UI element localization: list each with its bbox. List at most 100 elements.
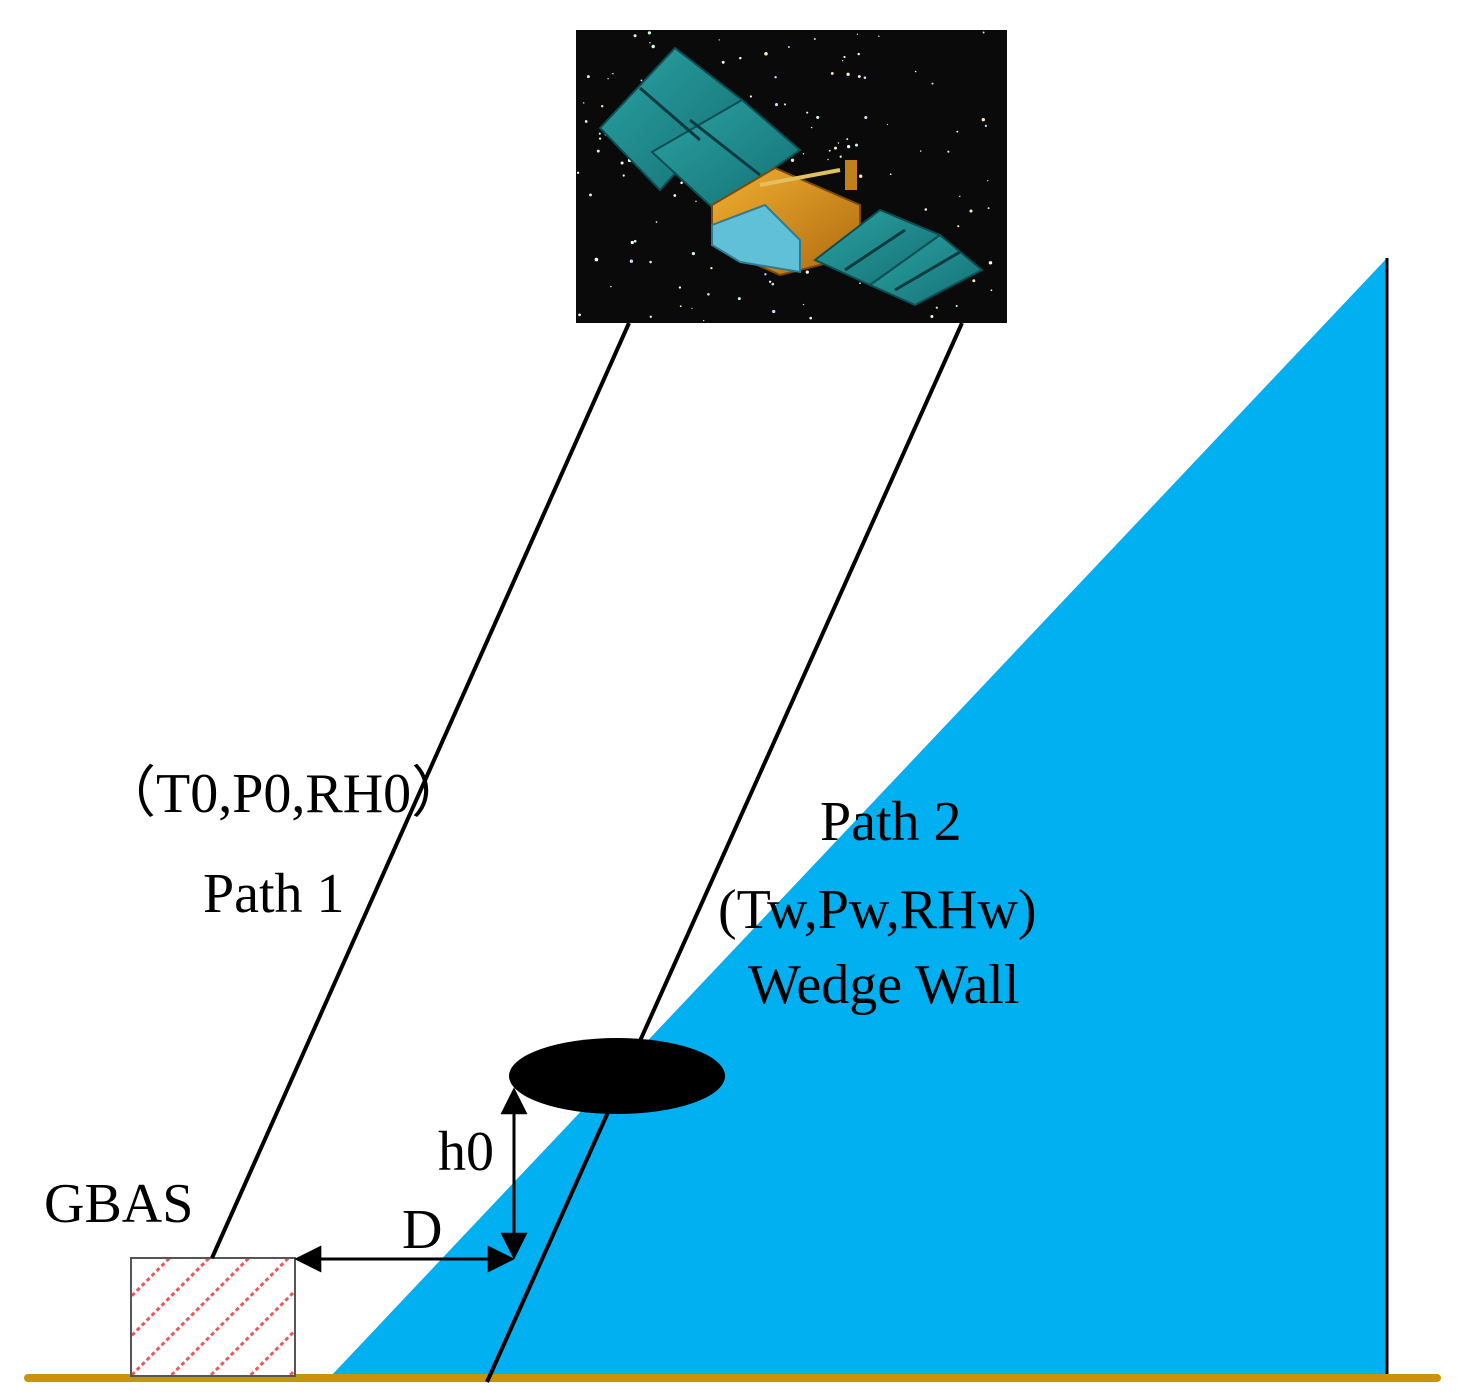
- star-dot: [768, 280, 772, 283]
- star-dot: [649, 260, 652, 264]
- star-dot: [864, 115, 868, 120]
- star-dot: [972, 279, 976, 283]
- star-dot: [610, 285, 612, 288]
- star-dot: [957, 225, 960, 228]
- star-dot: [607, 77, 609, 80]
- star-dot: [783, 103, 787, 106]
- star-dot: [816, 115, 820, 119]
- star-dot: [578, 313, 581, 317]
- star-dot: [620, 161, 624, 165]
- wedge-wall-label: Wedge Wall: [748, 954, 1019, 1016]
- star-dot: [841, 59, 844, 62]
- star-dot: [988, 261, 993, 265]
- star-dot: [774, 103, 779, 107]
- star-dot: [622, 174, 625, 177]
- star-dot: [584, 120, 588, 123]
- star-dot: [707, 292, 710, 296]
- star-dot: [859, 174, 863, 178]
- star-dot: [598, 132, 601, 135]
- star-dot: [790, 158, 795, 162]
- star-dot: [857, 75, 861, 78]
- star-dot: [863, 76, 867, 79]
- star-dot: [987, 207, 990, 210]
- star-dot: [837, 142, 840, 144]
- star-dot: [655, 221, 658, 223]
- star-dot: [830, 71, 834, 75]
- star-dot: [691, 307, 693, 310]
- path2-line: [485, 322, 964, 1383]
- star-dot: [612, 72, 614, 75]
- star-dot: [739, 56, 742, 60]
- star-dot: [651, 44, 655, 49]
- path2-label: Path 2: [820, 791, 962, 853]
- star-dot: [859, 282, 861, 285]
- star-dot: [633, 34, 637, 38]
- star-dot: [640, 79, 643, 82]
- d-label: D: [402, 1199, 442, 1261]
- path1-conditions-label: （T0,P0,RH0）: [100, 763, 467, 825]
- star-dot: [802, 303, 805, 306]
- star-dot: [886, 123, 889, 126]
- star-dot: [935, 306, 938, 309]
- star-dot: [843, 55, 846, 59]
- path2-conditions-label: (Tw,Pw,RHw): [718, 879, 1037, 941]
- star-dot: [987, 180, 989, 182]
- star-dot: [649, 315, 652, 318]
- path1-line: [210, 322, 631, 1259]
- gbas-station-box: [130, 1257, 296, 1377]
- star-dot: [772, 309, 776, 314]
- star-dot: [920, 150, 922, 152]
- star-dot: [680, 181, 683, 185]
- star-dot: [594, 257, 599, 262]
- star-dot: [673, 194, 677, 197]
- gbas-label: GBAS: [44, 1173, 193, 1235]
- star-dot: [839, 155, 842, 158]
- star-dot: [982, 31, 985, 34]
- star-dot: [878, 35, 880, 37]
- star-dot: [931, 82, 934, 85]
- star-dot: [764, 52, 768, 56]
- star-dot: [857, 52, 860, 56]
- h0-label: h0: [438, 1121, 494, 1183]
- star-dot: [955, 304, 958, 308]
- star-dot: [827, 158, 829, 161]
- star-dot: [947, 150, 950, 153]
- star-dot: [630, 240, 634, 245]
- star-dot: [679, 305, 682, 308]
- star-dot: [846, 72, 850, 76]
- star-dot: [846, 138, 849, 141]
- star-dot: [718, 39, 720, 41]
- star-dot: [856, 33, 859, 35]
- star-dot: [721, 60, 725, 64]
- star-dot: [833, 146, 838, 150]
- star-dot: [889, 173, 892, 176]
- star-dot: [813, 38, 816, 40]
- path1-label: Path 1: [203, 863, 345, 925]
- star-dot: [828, 149, 831, 152]
- star-dot: [749, 95, 752, 98]
- star-dot: [855, 143, 858, 147]
- star-dot: [633, 239, 637, 243]
- star-dot: [598, 137, 602, 140]
- star-dot: [984, 124, 988, 128]
- star-dot: [582, 102, 585, 104]
- star-dot: [647, 31, 652, 35]
- star-dot: [990, 289, 993, 292]
- star-dot: [981, 118, 985, 122]
- star-dot: [806, 111, 809, 114]
- star-dot: [956, 130, 959, 133]
- star-dot: [764, 273, 767, 276]
- star-dot: [930, 314, 934, 319]
- star-dot: [649, 42, 651, 44]
- star-dot: [691, 251, 696, 256]
- star-dot: [576, 171, 580, 174]
- star-dot: [969, 209, 973, 213]
- star-dot: [737, 297, 741, 301]
- star-dot: [959, 195, 961, 197]
- star-dot: [805, 270, 809, 274]
- star-dot: [924, 208, 928, 211]
- star-dot: [601, 105, 604, 108]
- star-dot: [774, 76, 777, 79]
- star-dot: [846, 144, 851, 149]
